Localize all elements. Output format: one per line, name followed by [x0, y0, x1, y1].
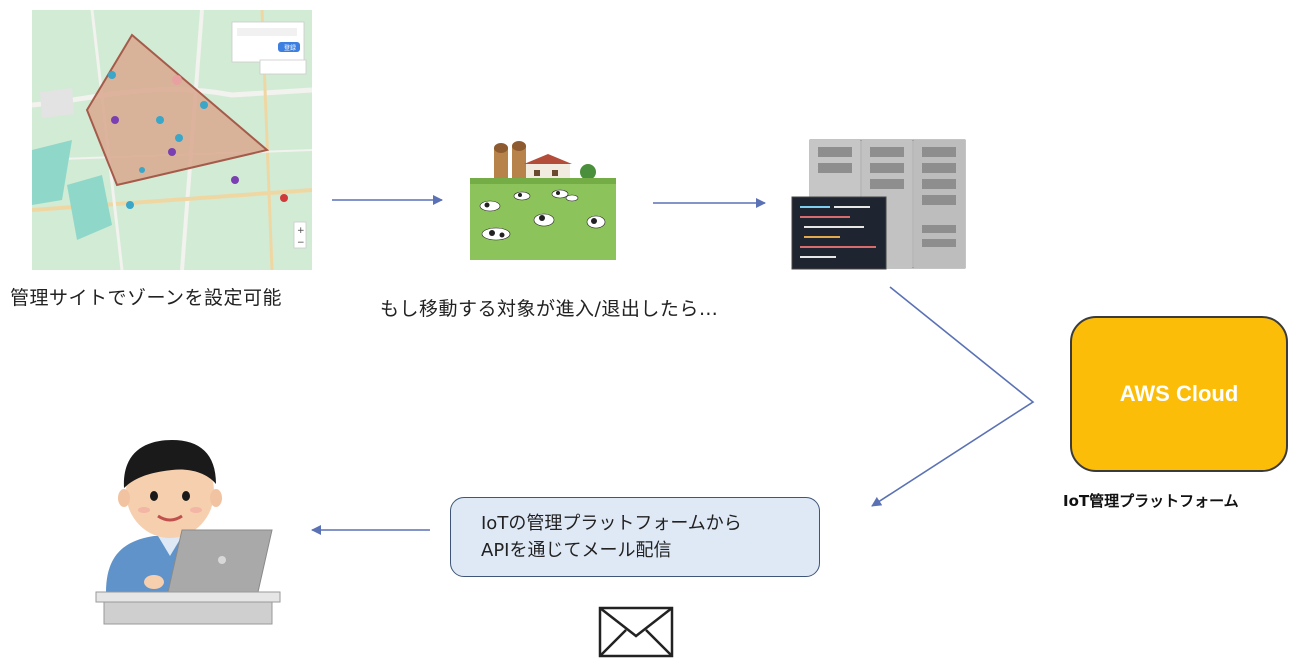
person-laptop-illustration [95, 440, 281, 625]
server-illustration [791, 139, 966, 270]
farm-cows-illustration [470, 141, 616, 260]
envelope-icon [598, 606, 674, 658]
aws-caption: IoT管理プラットフォーム [1063, 492, 1239, 510]
email-message-box: IoTの管理プラットフォームから APIを通じてメール配信 [450, 497, 820, 577]
message-line-2: APIを通じてメール配信 [481, 540, 672, 561]
aws-cloud-box: AWS Cloud [1070, 316, 1288, 472]
svg-text:+: + [297, 226, 305, 236]
map-caption: 管理サイトでゾーンを設定可能 [10, 287, 283, 309]
map-button-label: 登録 [284, 44, 296, 52]
aws-cloud-label: AWS Cloud [1119, 381, 1239, 406]
farm-caption: もし移動する対象が進入/退出したら… [380, 298, 719, 320]
message-line-1: IoTの管理プラットフォームから [481, 513, 742, 534]
arrow-server-to-message [871, 286, 1035, 507]
svg-text:−: − [297, 238, 305, 248]
map-illustration: 登録 + − [32, 10, 312, 270]
